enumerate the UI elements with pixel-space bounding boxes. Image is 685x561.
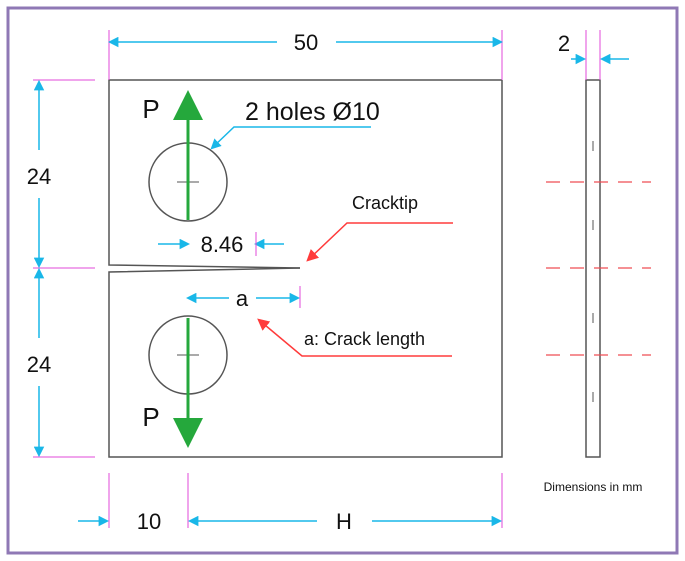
side-view: 2 bbox=[546, 30, 651, 458]
specimen-upper-outline bbox=[108, 79, 502, 269]
specimen-lower-outline bbox=[108, 80, 503, 458]
cracktip-label: Cracktip bbox=[352, 193, 418, 213]
units-note: Dimensions in mm bbox=[544, 480, 643, 494]
left-dimensions: 24 24 bbox=[27, 79, 95, 458]
hole-callout: 2 holes Ø10 bbox=[210, 98, 380, 150]
width-label: 50 bbox=[294, 30, 318, 55]
notch-offset-label: 8.46 bbox=[201, 232, 244, 257]
lower-height-label: 24 bbox=[27, 352, 51, 377]
thickness-label: 2 bbox=[558, 31, 570, 56]
hole-callout-leader bbox=[210, 126, 371, 150]
cracktip-callout: Cracktip bbox=[306, 193, 453, 262]
crack-length-dimension: a bbox=[185, 286, 301, 311]
outer-frame bbox=[6, 6, 679, 555]
load-label-bottom: P bbox=[142, 402, 159, 432]
left-offset-label: 10 bbox=[137, 509, 161, 534]
crack-symbol: a bbox=[236, 286, 249, 311]
cracktip-leader bbox=[306, 222, 453, 262]
h-dimension-label: H bbox=[336, 509, 352, 534]
upper-height-label: 24 bbox=[27, 164, 51, 189]
top-dimension-width: 50 bbox=[107, 30, 504, 80]
crack-length-label: a: Crack length bbox=[304, 329, 425, 349]
notch-offset-dimension: 8.46 bbox=[158, 232, 284, 257]
load-label-top: P bbox=[142, 94, 159, 124]
crack-length-callout: a: Crack length bbox=[257, 318, 452, 357]
bottom-dimensions: 10 H bbox=[78, 473, 503, 534]
specimen-drawing bbox=[108, 79, 503, 458]
hole-label: 2 holes Ø10 bbox=[245, 98, 380, 126]
crack-length-leader bbox=[257, 318, 452, 357]
